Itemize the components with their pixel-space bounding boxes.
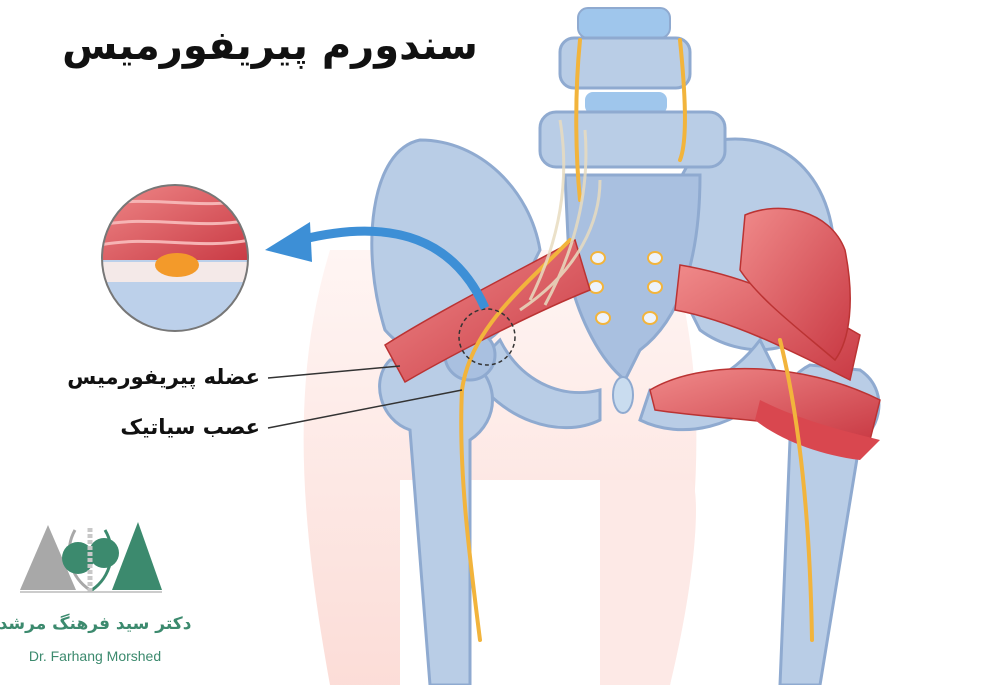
left-femur (378, 358, 494, 685)
logo-name-fa: دکتر سید فرهنگ مرشد (0, 614, 192, 634)
muscle-leader-line (267, 365, 401, 379)
logo-name-en: Dr. Farhang Morshed (28, 648, 162, 664)
arrow-head-icon (265, 222, 312, 262)
body-silhouette-right (600, 480, 696, 685)
sacrum (563, 173, 702, 383)
left-piriformis-muscle (384, 238, 591, 384)
left-pubic-bone (468, 337, 602, 430)
right-hip-muscle (755, 400, 880, 460)
right-sciatic-nerve (778, 338, 814, 642)
nerve-leader-line (267, 389, 463, 429)
logo-mark (20, 522, 162, 593)
focus-circle (458, 308, 516, 366)
sacral-foramina (588, 251, 663, 325)
piriformis-muscle-label: عضله پیریفورمیس (67, 365, 260, 389)
lumbar-spine (538, 7, 727, 169)
magnify-arrow (298, 226, 490, 310)
magnified-view (101, 184, 249, 332)
right-piriformis-muscle (674, 264, 861, 382)
coccyx (612, 376, 634, 414)
nerve-cross-section (155, 253, 199, 277)
page-title: سندورم پیریفورمیس (62, 23, 478, 69)
sacral-nerve-branches (519, 119, 602, 312)
right-gluteus-muscle (739, 207, 851, 362)
sciatic-nerve-label: عصب سیاتیک (120, 415, 260, 439)
